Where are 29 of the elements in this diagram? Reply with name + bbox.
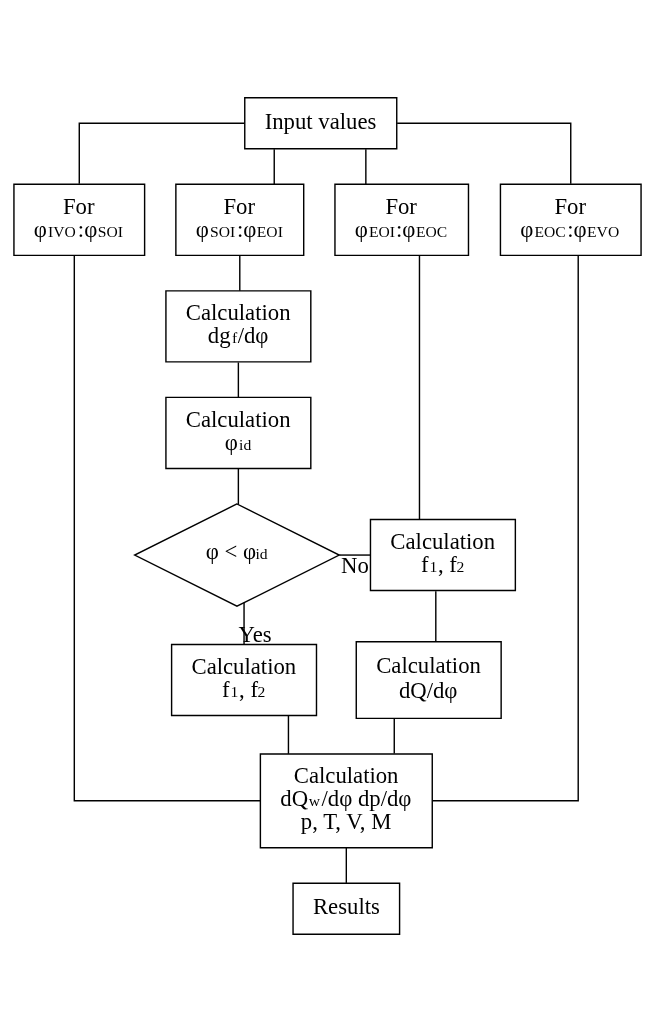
node-box: Results xyxy=(292,881,401,935)
connector xyxy=(365,147,367,185)
connector xyxy=(338,553,372,556)
node-box: For φEOC:φEVO xyxy=(499,183,642,256)
connector xyxy=(237,467,240,505)
node-box: Calculation f1, f2 xyxy=(170,643,318,716)
node-box: For φEOI:φEOC xyxy=(334,183,470,256)
edge-label: No xyxy=(340,552,369,578)
connector xyxy=(345,846,348,884)
node-box: Calculation dQw/dφ dp/dφ p, T, V, M xyxy=(259,752,433,848)
connector xyxy=(431,254,579,801)
connector xyxy=(273,147,275,185)
connector xyxy=(78,122,246,185)
node-box: For φIVO:φSOI xyxy=(13,183,146,256)
connector xyxy=(73,254,261,801)
node-box: Input values xyxy=(244,96,398,150)
node-box: Calculation dQ/dφ xyxy=(355,640,502,719)
node-box: Calculation f1, f2 xyxy=(369,518,517,591)
connector xyxy=(418,254,421,520)
connector xyxy=(393,717,395,754)
node-diamond: φ < φid xyxy=(133,502,341,607)
connector xyxy=(237,361,240,398)
connector xyxy=(435,590,437,642)
node-box: Calculation dgf/dφ xyxy=(165,289,312,363)
node-box: For φSOI:φEOI xyxy=(175,183,305,256)
node-box: Calculation φid xyxy=(165,396,312,469)
connector xyxy=(287,714,290,755)
connector xyxy=(239,254,241,291)
connector xyxy=(396,122,572,185)
